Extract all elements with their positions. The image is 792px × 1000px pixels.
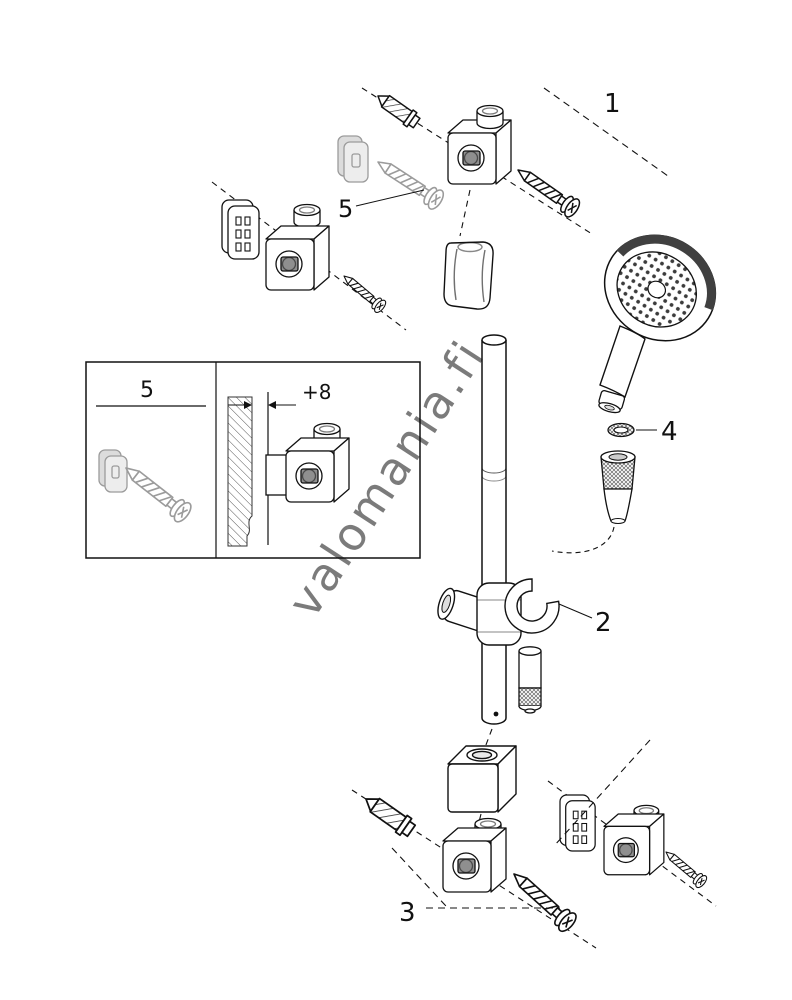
concealed-fixing-cover — [337, 135, 369, 183]
offset-dimension-label: +8 — [302, 380, 331, 404]
shower-head — [603, 234, 717, 342]
screw-bottom — [505, 864, 580, 936]
callout-4: 4 — [661, 417, 678, 447]
callout-1: 1 — [604, 89, 621, 119]
callout-5-leader — [355, 189, 425, 207]
wall-plate-left — [221, 199, 260, 260]
glide-holder: 2 — [437, 578, 612, 646]
rail-top-holder — [443, 241, 494, 310]
bracket-cap-left — [293, 203, 321, 229]
detail-inset: 5 +8 — [85, 361, 421, 559]
left-fixing-cluster: 5 — [221, 135, 448, 315]
hose-path-dashed — [551, 526, 615, 554]
handset-hook — [504, 578, 560, 634]
callout-3: 3 — [399, 898, 416, 928]
wall-bracket-top — [447, 119, 512, 185]
screw-gray — [371, 152, 448, 213]
handle-inlet — [598, 389, 626, 414]
wall-bracket-bottom — [442, 827, 507, 893]
wall-anchor-bottom — [359, 789, 419, 840]
inset-fixing-cover — [98, 449, 128, 493]
wall-anchor-top — [372, 88, 423, 131]
top-fixing-cluster — [372, 88, 584, 221]
dimension-plus8: +8 — [228, 380, 331, 409]
callout-2-leader — [558, 603, 593, 619]
head-rim-band — [616, 234, 716, 311]
inset-bracket — [285, 437, 350, 503]
shower-handle — [599, 325, 646, 399]
callout-5: 5 — [338, 195, 353, 223]
callout-3-leaders — [391, 739, 651, 909]
hand-shower — [598, 234, 717, 414]
wall-section — [227, 396, 253, 547]
filter-gasket: 4 — [607, 417, 678, 447]
inset-bracket-flange — [265, 454, 289, 496]
screw-left — [338, 269, 389, 315]
bracket-cap-top — [476, 104, 504, 130]
inset-step-label: 5 — [140, 378, 154, 403]
wall-plate-right — [559, 794, 596, 852]
callout-1-group: 1 — [543, 87, 669, 177]
wall-bracket-left — [265, 225, 330, 291]
hose-connector — [551, 450, 636, 554]
bottom-fixing-cluster: 3 — [359, 739, 710, 936]
rail-end-hole — [493, 711, 499, 717]
wall-bracket-right — [603, 813, 665, 876]
holder-pin — [518, 646, 542, 714]
callout-1-leader — [543, 87, 669, 177]
shower-rail — [481, 334, 507, 725]
inset-frame — [85, 361, 421, 559]
rail-bottom-housing — [447, 745, 517, 813]
callout-2: 2 — [595, 608, 612, 638]
